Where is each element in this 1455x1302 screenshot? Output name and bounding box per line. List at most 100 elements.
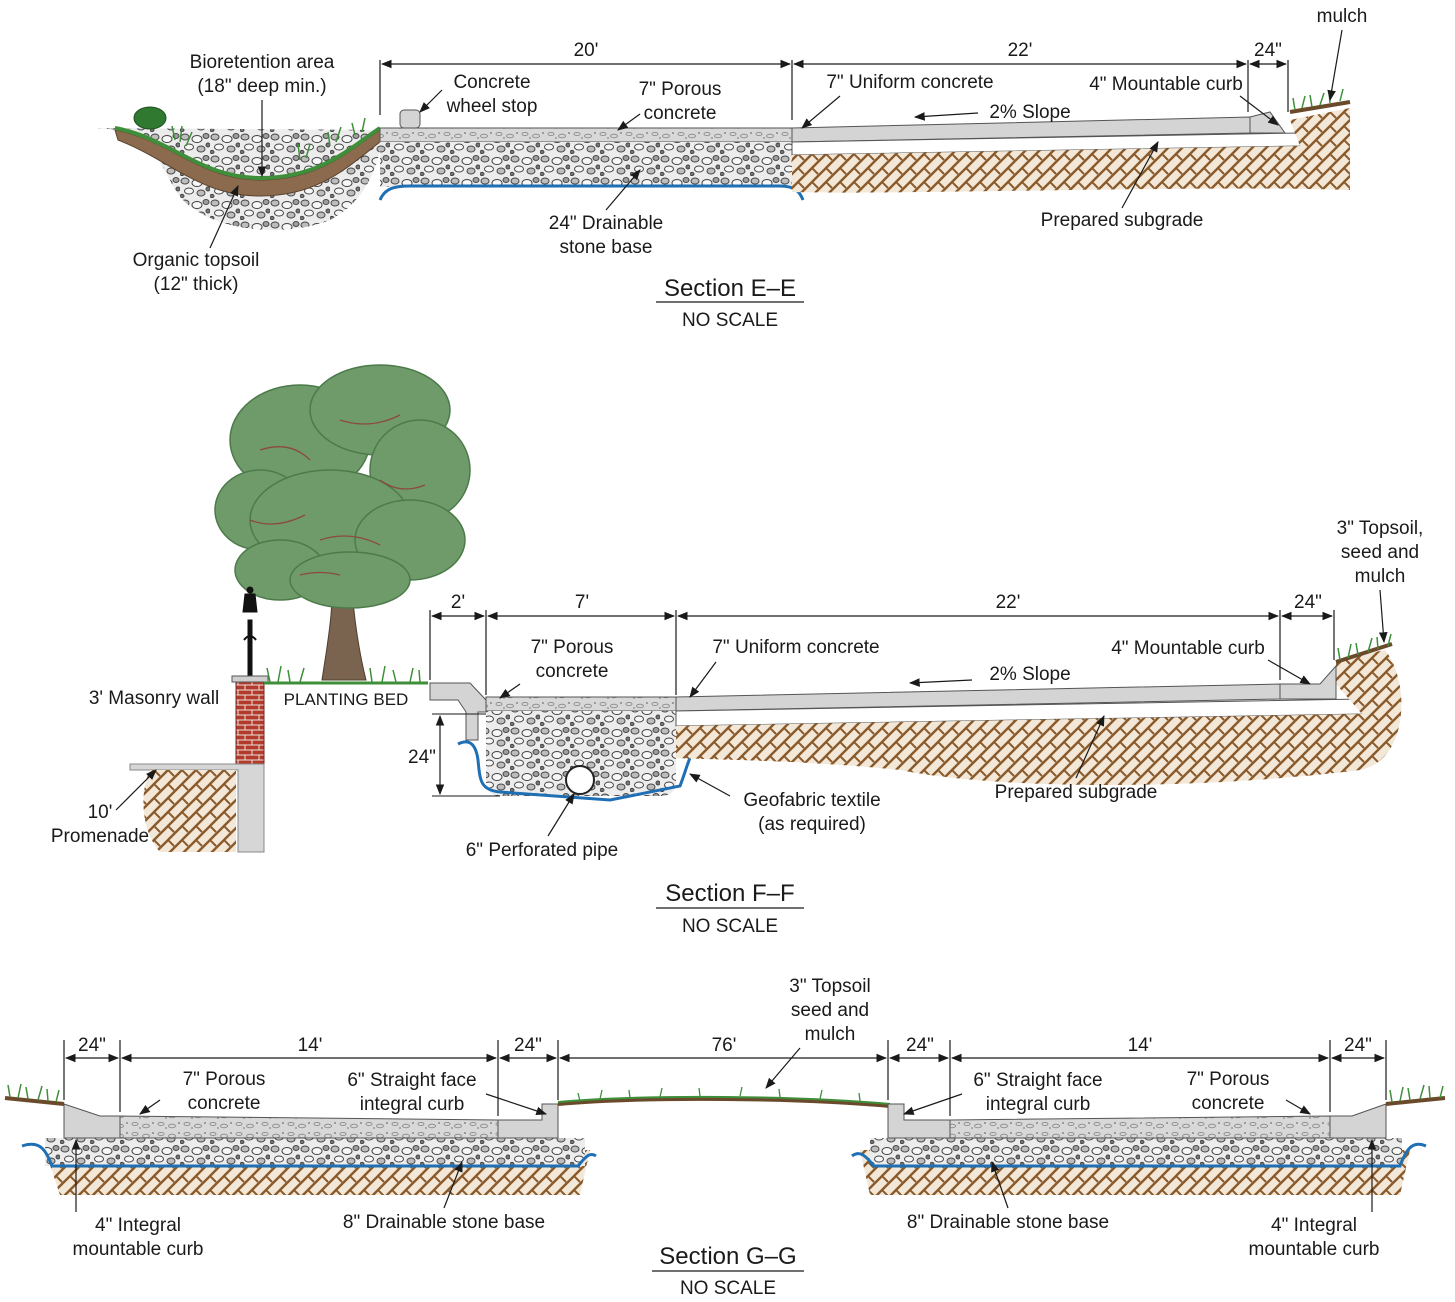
porous-label-g-r2: concrete: [1192, 1093, 1265, 1114]
wheel-stop-icon: [399, 109, 421, 129]
tree-icon: [214, 364, 471, 681]
mountable-curb-label-g-l1: 4" Integral: [95, 1215, 181, 1236]
stone-trench-f: [486, 711, 676, 796]
mountable-curb-f: [1279, 664, 1337, 700]
section-g: 24" 14' 24" 76' 24" 14' 24" 3" Topsoil s…: [4, 976, 1446, 1299]
drainable-stone-base-e: [380, 142, 792, 187]
geofabric-line-g-left: [21, 1142, 597, 1168]
bioretention-label-1: Bioretention area: [190, 52, 335, 73]
planting-bed-grass: [266, 665, 421, 683]
dim-24-in-vertical: 24": [408, 747, 436, 768]
stone-base-label-g-left: 8" Drainable stone base: [343, 1212, 545, 1233]
dim-7-ft: 7': [575, 592, 589, 613]
straight-curb-label-r2: integral curb: [986, 1094, 1091, 1115]
topsoil-label-2: (12" thick): [154, 274, 239, 295]
wheel-stop-label-2: wheel stop: [446, 96, 538, 117]
mountable-curb-e: [1249, 111, 1286, 134]
dim-24-in-g3: 24": [906, 1035, 934, 1056]
slope-label: 2% Slope: [989, 102, 1070, 123]
topsoil-label-g-3: mulch: [805, 1024, 856, 1045]
section-e-title: Section E–E: [664, 275, 796, 302]
topsoil-label-g-1: 3" Topsoil: [789, 976, 870, 997]
topsoil-label-g-2: seed and: [791, 1000, 869, 1021]
bioretention-grass: [114, 126, 382, 181]
grass-tufts-e: [171, 117, 366, 161]
geofabric-line-g-right: [851, 1142, 1427, 1168]
section-f-title: Section F–F: [665, 880, 794, 907]
stone-base-g-left: [45, 1138, 585, 1166]
dim-14-ft-g2: 14': [1128, 1035, 1153, 1056]
promenade-label-1: 10': [88, 802, 113, 823]
topsoil-label-f-1: 3" Topsoil,: [1337, 518, 1424, 539]
subgrade-label-f: Prepared subgrade: [995, 782, 1158, 803]
grass-tufts-e2: [1292, 88, 1344, 111]
lamp-post-icon: [242, 586, 258, 679]
geofabric-label-1: Geofabric textile: [743, 790, 880, 811]
topsoil-label-1: Organic topsoil: [133, 250, 260, 271]
planting-bed-label: PLANTING BED: [284, 690, 409, 709]
mulch-ground-g-right: [1385, 1096, 1446, 1106]
mountable-curb-label: 4" Mountable curb: [1089, 74, 1243, 95]
mulch-ground-e: [1289, 100, 1351, 114]
grass-tufts-g-median: [577, 1086, 861, 1102]
porous-label-g-l2: concrete: [188, 1093, 261, 1114]
grass-tufts-f: [1337, 633, 1392, 661]
dim-76-ft: 76': [712, 1035, 737, 1056]
mountable-curb-g-right: [1329, 1103, 1387, 1139]
median-ground: [557, 1096, 891, 1108]
dim-22-ft: 22': [1008, 40, 1033, 61]
subgrade-soil-f: [676, 650, 1402, 785]
section-f-subtitle: NO SCALE: [682, 916, 778, 937]
porous-concrete-label-2: concrete: [644, 103, 717, 124]
porous-slab-g-left: [119, 1115, 499, 1139]
promenade-slab: [129, 763, 265, 853]
straight-curb-label-l2: integral curb: [360, 1094, 465, 1115]
section-f: 2' 7' 22' 24" 24" 3" Topsoil, seed and m…: [51, 364, 1424, 937]
promenade-label-2: Promenade: [51, 826, 149, 847]
porous-label-f-1: 7" Porous: [531, 637, 614, 658]
dim-2-ft: 2': [451, 592, 465, 613]
section-g-subtitle: NO SCALE: [680, 1278, 776, 1299]
masonry-wall: [235, 679, 265, 766]
mulch-label: mulch: [1317, 6, 1368, 27]
uniform-label-f: 7" Uniform concrete: [712, 637, 879, 658]
perforated-pipe-label: 6" Perforated pipe: [466, 840, 619, 861]
porous-label-f-2: concrete: [536, 661, 609, 682]
stepped-curb-f: [429, 682, 487, 741]
section-g-title: Section G–G: [659, 1243, 796, 1270]
porous-concrete-slab-f: [485, 696, 677, 712]
curb-label-f: 4" Mountable curb: [1111, 638, 1265, 659]
subgrade-soil-e: [792, 108, 1350, 193]
stone-base-label-2: stone base: [560, 237, 653, 258]
dim-24-in-g2: 24": [514, 1035, 542, 1056]
mulch-ground-g-left: [4, 1096, 65, 1106]
mulch-ground-f: [1335, 642, 1393, 664]
shrub-icon: [133, 106, 167, 130]
dim-24-in-g4: 24": [1344, 1035, 1372, 1056]
dim-24-in-f: 24": [1294, 592, 1322, 613]
grass-tufts-g-right: [1389, 1084, 1444, 1103]
dim-24-in: 24": [1254, 40, 1282, 61]
mountable-curb-label-g-r2: mountable curb: [1249, 1239, 1380, 1260]
wheel-stop-label-1: Concrete: [453, 72, 530, 93]
straight-curb-label-r1: 6" Straight face: [973, 1070, 1102, 1091]
geofabric-line-e: [378, 184, 805, 201]
topsoil-label-f-3: mulch: [1355, 566, 1406, 587]
porous-label-g-l1: 7" Porous: [183, 1069, 266, 1090]
dim-24-in-g1: 24": [78, 1035, 106, 1056]
mountable-curb-label-g-r1: 4" Integral: [1271, 1215, 1357, 1236]
grass-tufts-g-left: [7, 1083, 60, 1103]
geofabric-label-2: (as required): [758, 814, 866, 835]
mountable-curb-label-g-l2: mountable curb: [73, 1239, 204, 1260]
subgrade-label: Prepared subgrade: [1041, 210, 1204, 231]
dim-14-ft-g1: 14': [298, 1035, 323, 1056]
porous-concrete-label-1: 7" Porous: [639, 79, 722, 100]
stone-base-label-1: 24" Drainable: [549, 213, 663, 234]
dim-22-ft-f: 22': [996, 592, 1021, 613]
porous-slab-g-right: [949, 1115, 1331, 1139]
promenade-soil: [143, 770, 236, 852]
perforated-pipe-icon: [565, 765, 595, 795]
stone-base-g-right: [870, 1138, 1402, 1166]
straight-curb-g-left: [497, 1103, 559, 1139]
